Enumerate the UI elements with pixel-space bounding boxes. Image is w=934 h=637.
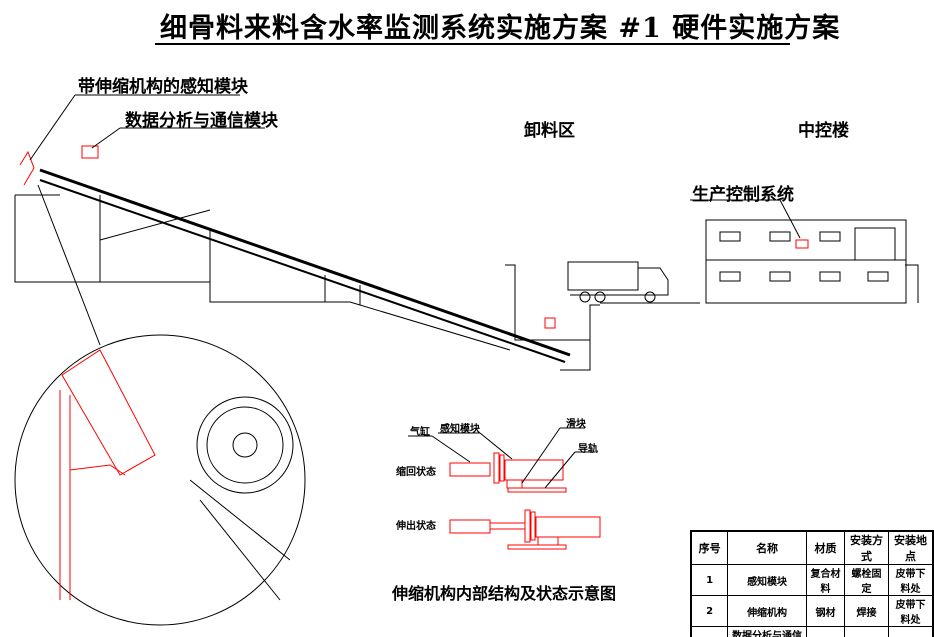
table-cell: –	[805, 626, 846, 637]
page-title: 细骨料来料含水率监测系统实施方案 #1 硬件实施方案	[160, 13, 841, 44]
header-cell: 安装地点	[888, 530, 934, 565]
label-production-control: 生产控制系统	[692, 185, 794, 205]
label-data-comm: 数据分析与通信模块	[125, 111, 278, 131]
leader-lines	[29, 94, 801, 346]
mechanism-caption: 伸缩机构内部结构及状态示意图	[392, 584, 617, 603]
red-modules	[19, 145, 809, 329]
mechanism-extended	[449, 509, 601, 550]
table-cell: 皮带下料处	[888, 564, 934, 596]
table-row: 2 伸缩机构 钢材 焊接 皮带下料处	[690, 595, 934, 627]
header-cell: 序号	[690, 530, 729, 565]
header-cell: 材质	[805, 530, 846, 565]
table-cell: 焊接	[844, 595, 890, 627]
label-extended-state: 伸出状态	[396, 521, 436, 532]
label-control-building: 中控楼	[798, 121, 849, 141]
label-sensing-module: 感知模块	[440, 424, 480, 435]
label-retracted-state: 缩回状态	[396, 467, 436, 478]
table-cell: 3	[690, 626, 729, 637]
table-cell: 室内	[888, 626, 934, 637]
detail-circle	[14, 334, 306, 626]
table-cell: 钢材	[805, 595, 846, 627]
label-unload-area: 卸料区	[524, 121, 575, 141]
table-header-row: 序号 名称 材质 安装方式 安装地点	[690, 530, 934, 565]
label-cylinder: 气缸	[410, 427, 430, 438]
label-guide-rail: 导轨	[578, 444, 598, 455]
table-cell: 皮带下料处	[888, 595, 934, 627]
table-cell: –	[844, 626, 890, 637]
table-cell: 复合材料	[805, 564, 846, 596]
mechanism-retracted	[449, 452, 567, 493]
header-cell: 名称	[727, 530, 807, 565]
conveyor-structure	[14, 168, 700, 371]
header-cell: 安装方式	[844, 530, 890, 565]
table-cell: 2	[690, 595, 729, 627]
table-row: 1 感知模块 复合材料 螺栓固定 皮带下料处	[690, 564, 934, 596]
dump-truck	[567, 261, 669, 303]
control-building-drawing	[705, 219, 919, 304]
table-cell: 数据分析与通信模块	[727, 626, 807, 637]
table-cell: 1	[690, 564, 729, 596]
table-cell: 感知模块	[727, 564, 807, 596]
label-slider: 滑块	[566, 419, 586, 430]
table-row: 3 数据分析与通信模块 – – 室内	[690, 626, 934, 637]
component-table: 序号 名称 材质 安装方式 安装地点 1 感知模块 复合材料 螺栓固定 皮带下料…	[690, 530, 934, 637]
label-sensing-retract: 带伸缩机构的感知模块	[78, 77, 248, 97]
table-cell: 螺栓固定	[844, 564, 890, 596]
table-cell: 伸缩机构	[727, 595, 807, 627]
mechanism-leaders	[408, 427, 595, 489]
